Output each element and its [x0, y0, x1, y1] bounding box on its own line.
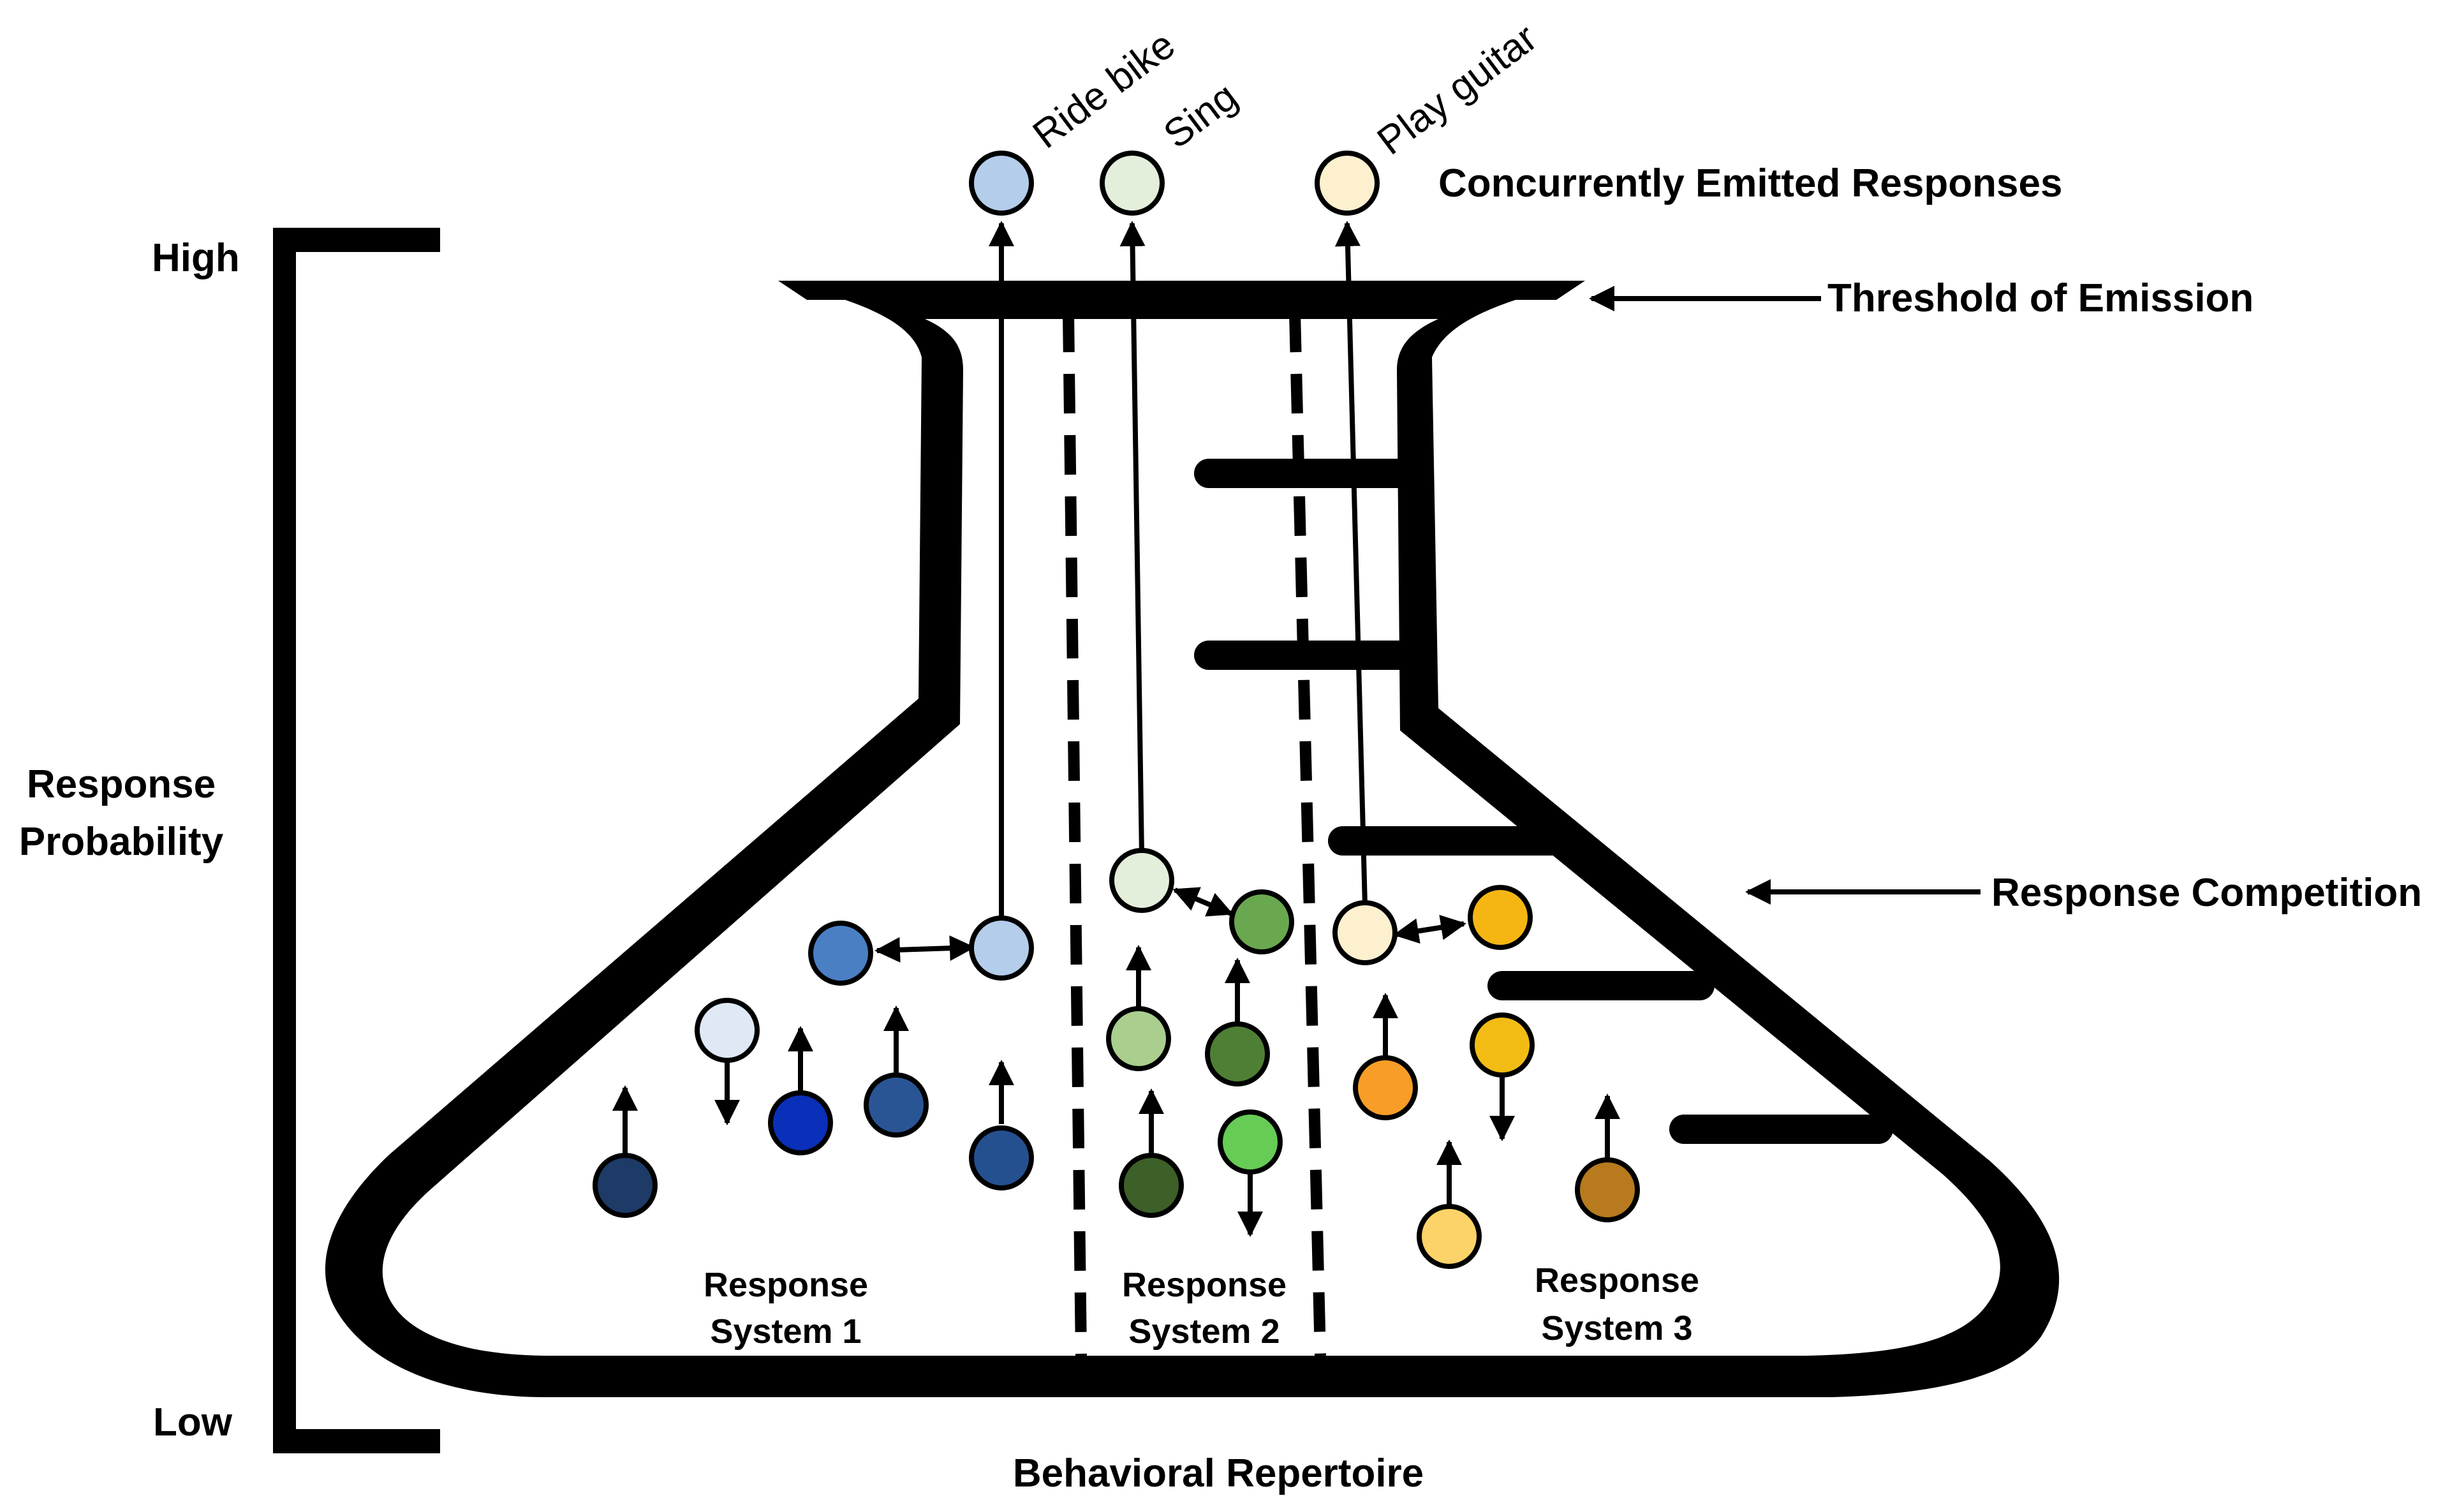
system2-label-line1: Response	[1122, 1266, 1287, 1304]
axis-title-line1: Response	[27, 762, 216, 806]
response-node	[1109, 848, 1174, 913]
system3-label-line2: System 3	[1541, 1309, 1692, 1347]
emission-arrow	[1334, 221, 1368, 907]
competition-arrows	[874, 887, 1466, 963]
system1-label-line1: Response	[704, 1266, 868, 1304]
emission-lines	[989, 221, 1368, 919]
response-node	[1205, 1021, 1270, 1086]
emitted-response-node	[1100, 151, 1165, 216]
response-node	[768, 1090, 833, 1155]
system-divider	[1289, 312, 1326, 1356]
emitted-response-node	[969, 151, 1034, 216]
response-node	[1106, 1006, 1171, 1071]
response-node	[969, 1125, 1034, 1190]
response-node	[808, 921, 873, 986]
axis-title-line2: Probability	[19, 820, 224, 864]
response-node	[1575, 1157, 1640, 1222]
system3-responses	[1332, 885, 1640, 1269]
response-node	[1470, 1012, 1535, 1078]
double-arrow	[1393, 914, 1466, 944]
response-node	[1119, 1153, 1184, 1218]
response-node	[969, 916, 1034, 981]
emission-arrow	[1119, 221, 1146, 856]
emitted-response-label: Sing	[1156, 74, 1246, 157]
response-node	[695, 998, 760, 1063]
response-node	[1229, 889, 1294, 954]
threshold-of-emission-rim	[778, 281, 1585, 300]
response-node	[1332, 900, 1398, 965]
system-divider	[1063, 312, 1087, 1356]
activation-arrows	[612, 945, 1620, 1237]
system1-label-line2: System 1	[710, 1312, 861, 1351]
threshold-of-emission-label: Threshold of Emission	[1827, 276, 2254, 320]
response-node	[593, 1153, 658, 1218]
response-node	[1468, 885, 1533, 950]
system-dividers	[1063, 312, 1326, 1356]
emitted-response-label: Ride bike	[1025, 23, 1183, 158]
emitted-responses	[969, 151, 1380, 216]
competition-bars	[1194, 459, 1893, 1144]
double-arrow	[874, 935, 975, 963]
emitted-response-label: Play guitar	[1369, 16, 1545, 163]
double-arrow	[1172, 887, 1234, 917]
axis-high-label: High	[152, 236, 240, 280]
emitted-response-node	[1315, 151, 1380, 216]
system1-responses	[593, 916, 1034, 1218]
system2-label-line2: System 2	[1128, 1312, 1280, 1351]
system2-responses	[1106, 848, 1294, 1218]
response-competition-label: Response Competition	[1991, 871, 2422, 915]
response-node	[1353, 1055, 1418, 1120]
emitted-responses-label: Concurrently Emitted Responses	[1438, 161, 2062, 205]
system3-label-line1: Response	[1535, 1261, 1699, 1300]
axis-low-label: Low	[153, 1400, 233, 1444]
response-node	[1417, 1204, 1482, 1269]
probability-bracket	[273, 228, 440, 1453]
behavioral-repertoire-label: Behavioral Repertoire	[1013, 1451, 1424, 1495]
response-node	[864, 1072, 929, 1138]
response-node	[1218, 1109, 1283, 1175]
flask	[325, 281, 2060, 1397]
